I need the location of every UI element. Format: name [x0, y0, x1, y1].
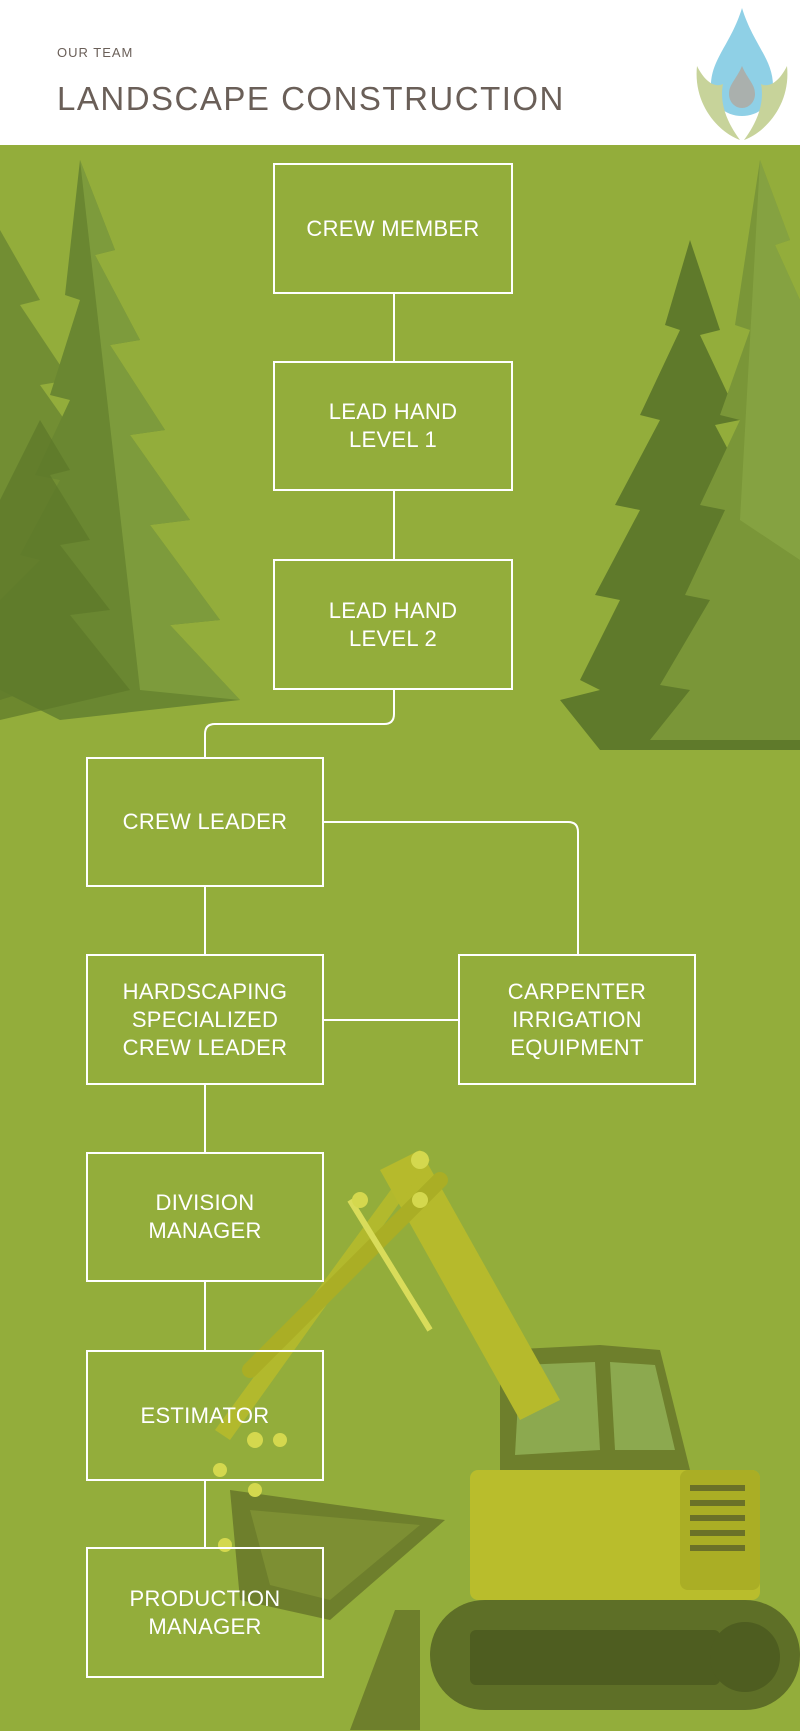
- section-eyebrow: OUR TEAM: [57, 45, 134, 60]
- water-drop-logo-icon: [696, 8, 788, 140]
- node-estimator: ESTIMATOR: [86, 1350, 324, 1481]
- right-pine-tree-illustration: [560, 160, 800, 750]
- node-hardscaping-specialized-crew-leader: HARDSCAPING SPECIALIZED CREW LEADER: [86, 954, 324, 1085]
- edge-lead-hand-2-crew-leader: [204, 690, 395, 757]
- node-carpenter-irrigation-equipment: CARPENTER IRRIGATION EQUIPMENT: [458, 954, 696, 1085]
- node-crew-member: CREW MEMBER: [273, 163, 513, 294]
- edge-crew-leader-carpenter: [324, 821, 579, 954]
- page-title: LANDSCAPE CONSTRUCTION: [57, 80, 565, 117]
- node-lead-hand-level-2: LEAD HAND LEVEL 2: [273, 559, 513, 690]
- node-lead-hand-level-1: LEAD HAND LEVEL 1: [273, 361, 513, 491]
- node-division-manager: DIVISION MANAGER: [86, 1152, 324, 1282]
- excavator-illustration: [213, 1150, 800, 1730]
- left-pine-tree-illustration: [0, 160, 240, 720]
- node-production-manager: PRODUCTION MANAGER: [86, 1547, 324, 1678]
- node-crew-leader: CREW LEADER: [86, 757, 324, 887]
- header: OUR TEAM LANDSCAPE CONSTRUCTION: [0, 0, 800, 145]
